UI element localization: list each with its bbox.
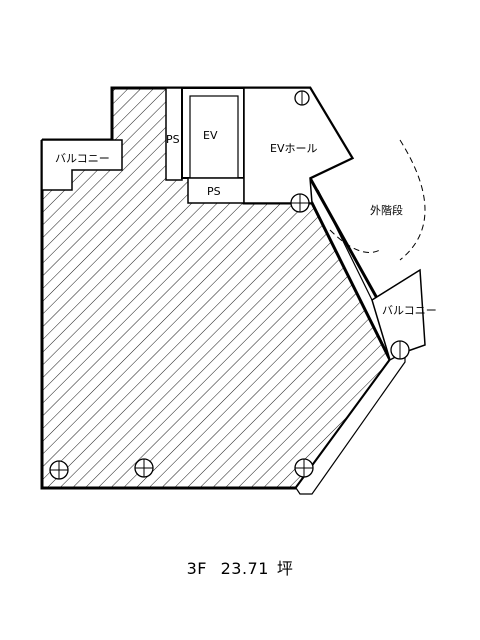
balcony-strip (295, 351, 406, 495)
outer-stairs-label: 外階段 (370, 203, 403, 217)
floor-area: 23.71 (220, 559, 269, 578)
balcony-left-label: バルコニー (55, 152, 110, 165)
floor-caption: 3F 23.71 坪 (0, 555, 480, 579)
ev-hall-label: EVホール (270, 142, 317, 155)
balcony-left (41, 139, 123, 191)
ev-label: EV (203, 129, 218, 142)
office-floor-area (42, 88, 390, 488)
ps-bottom-label: PS (207, 185, 221, 198)
floor-number: 3F (186, 559, 207, 578)
column-markers (49, 90, 410, 480)
ev-hall (243, 87, 354, 204)
balcony-right-label: バルコニー (382, 304, 437, 317)
outer-stairs-curve-inner (329, 229, 381, 253)
ps-left-label: PS (166, 133, 180, 146)
ev-car (189, 95, 239, 179)
area-unit: 坪 (276, 559, 294, 578)
outer-stairs-curve (399, 139, 426, 261)
